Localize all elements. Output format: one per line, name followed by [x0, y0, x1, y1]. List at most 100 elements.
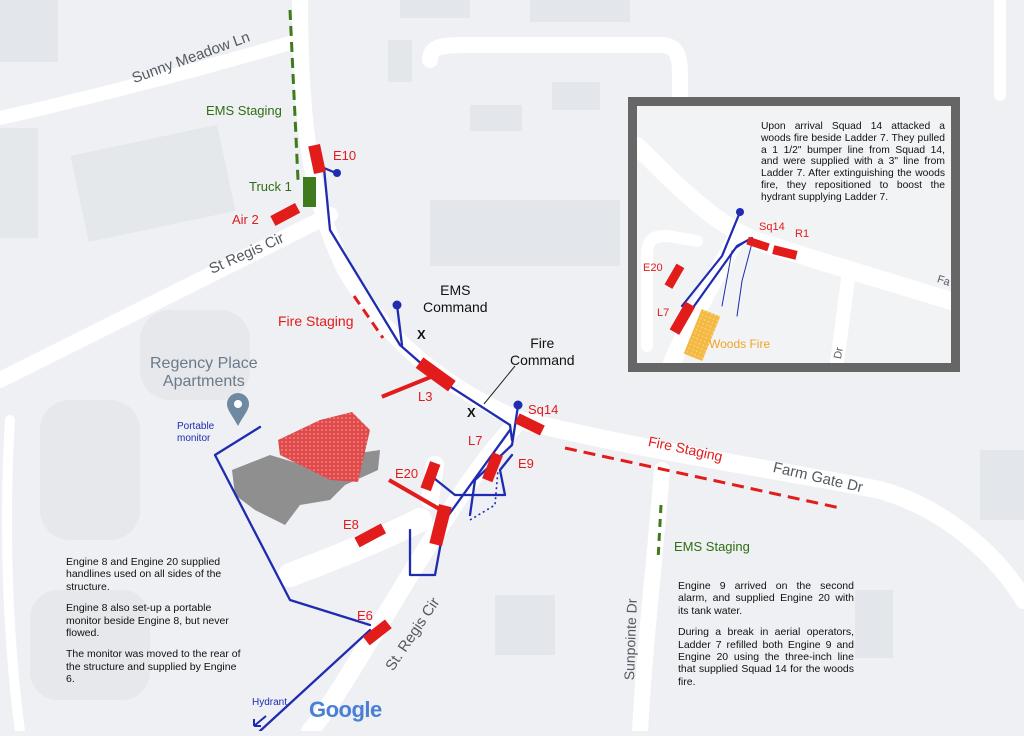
note-left-p2: Engine 8 also set-up a portable monitor …	[66, 602, 229, 639]
note-right-p1: Engine 9 arrived on the second alarm, an…	[678, 580, 854, 617]
inset-label-e20: E20	[643, 262, 663, 274]
hose-e6-supply	[258, 628, 372, 733]
note-right: Engine 9 arrived on the second alarm, an…	[678, 580, 854, 697]
hose-e8	[408, 428, 512, 577]
building-footprint	[0, 128, 38, 238]
fire-staging-line-left	[352, 295, 385, 339]
inset-canvas	[637, 137, 951, 363]
road-st-regis-west	[0, 207, 338, 388]
ems-command-line1: EMS	[440, 282, 471, 298]
road-west-edge	[2, 415, 25, 736]
inset-road-label-dr: Dr	[832, 346, 846, 360]
apparatus-l3	[415, 357, 456, 392]
portable-monitor-line2: monitor	[177, 432, 211, 444]
arrow-down-left-icon	[253, 715, 267, 727]
building-footprint	[980, 450, 1024, 520]
unit-label-l3: L3	[418, 389, 433, 404]
fire-command-label: Fire Command	[510, 335, 575, 369]
inset-hose-3in	[680, 210, 742, 308]
inset-road-loop	[641, 229, 703, 352]
hose-endpoint	[333, 169, 341, 177]
apparatus-l3-aerial	[381, 375, 431, 399]
unit-label-l7: L7	[468, 433, 483, 448]
inset-apparatus-e20	[664, 263, 685, 289]
inset-note: Upon arrival Squad 14 attacked a woods f…	[761, 121, 945, 203]
unit-label-e20: E20	[395, 466, 419, 481]
hose-monitor	[213, 425, 372, 627]
building-footprint	[140, 310, 250, 400]
unit-label-e6: E6	[357, 608, 373, 623]
note-left-p1: Engine 8 and Engine 20 supplied handline…	[66, 556, 222, 593]
inset-hose-bumper2	[736, 242, 753, 317]
ems-staging-line-top	[288, 9, 300, 181]
road-parking-loop	[422, 37, 688, 208]
inset-apparatus-r1	[772, 245, 798, 260]
apparatus-l7	[429, 504, 452, 547]
inset-map[interactable]: Upon arrival Squad 14 attacked a woods f…	[628, 97, 960, 372]
map-pin-center	[234, 400, 242, 408]
building-footprint	[470, 105, 522, 131]
fire-staging-label-left: Fire Staging	[278, 313, 354, 329]
building-footprint	[430, 200, 620, 266]
inset-label-woods-fire: Woods Fire	[709, 337, 771, 351]
apparatus-e20	[420, 461, 441, 492]
apartments-label-line1: Regency Place	[150, 355, 258, 372]
road-cul-de-sac	[278, 508, 432, 587]
fire-staging-line-right	[564, 446, 841, 510]
apparatus-e9	[482, 452, 503, 483]
note-right-p2: During a break in aerial operators, Ladd…	[678, 626, 854, 688]
portable-monitor-line1: Portable	[177, 421, 215, 432]
hydrant-label: Hydrant	[252, 697, 288, 708]
inset-label-r1: R1	[795, 228, 810, 240]
inset-road-south	[663, 227, 746, 363]
fire-command-line2: Command	[510, 351, 575, 368]
inset-hose-bumper	[721, 240, 748, 307]
building-footprint	[530, 0, 630, 22]
inset-woods-fire-area	[683, 309, 721, 361]
road-farm-gate	[511, 411, 1024, 609]
hose-e20-e9	[428, 453, 514, 497]
building-footprint	[388, 40, 412, 82]
building-footprint	[552, 82, 600, 110]
inset-apparatus-sq14	[746, 236, 770, 252]
ems-command-line2: Command	[423, 298, 488, 315]
inset-label-l7: L7	[657, 307, 670, 319]
ems-staging-label-bottom: EMS Staging	[674, 539, 750, 554]
apparatus-e8	[354, 523, 387, 548]
building-footprint	[400, 0, 470, 18]
inset-label-sq14: Sq14	[759, 221, 785, 233]
apparatus-e6	[362, 619, 392, 646]
building-footprint	[30, 590, 150, 700]
unit-label-air2: Air 2	[232, 212, 259, 227]
building-footprint	[70, 124, 236, 243]
inset-road-side	[830, 264, 856, 363]
unit-label-e9: E9	[518, 456, 534, 471]
inset-apparatus-l7	[669, 301, 696, 335]
road-st-regis-south	[301, 411, 529, 736]
road-label-sunpointe: Sunpointe Dr	[621, 598, 640, 681]
apparatus-e10	[308, 144, 326, 174]
structure-fire-area	[278, 412, 370, 482]
unit-label-e10: E10	[333, 148, 357, 163]
x-marker-icon: X	[417, 327, 426, 342]
inset-hose-endpoint	[736, 208, 744, 216]
apartments-label-line2: Apartments	[162, 373, 245, 391]
building-footprint	[40, 400, 140, 540]
map-logo: Google	[309, 697, 382, 722]
building-footprint	[0, 0, 58, 62]
ems-staging-label-top: EMS Staging	[206, 103, 282, 118]
note-left-p3: The monitor was moved to the rear of the…	[66, 648, 241, 685]
apparatus-l7-aerial	[388, 478, 442, 512]
hose-endpoint	[513, 400, 523, 410]
apparatus-truck1	[303, 177, 316, 207]
apparatus-air2	[270, 203, 301, 226]
unit-label-truck1: Truck 1	[249, 179, 292, 194]
apartments-label: Regency Place Apartments	[150, 355, 258, 392]
unit-label-sq14: Sq14	[528, 402, 559, 417]
unit-label-e8: E8	[343, 517, 359, 532]
building-footprint	[495, 595, 555, 655]
ems-staging-line-bottom	[656, 504, 663, 561]
note-left: Engine 8 and Engine 20 supplied handline…	[66, 556, 248, 694]
